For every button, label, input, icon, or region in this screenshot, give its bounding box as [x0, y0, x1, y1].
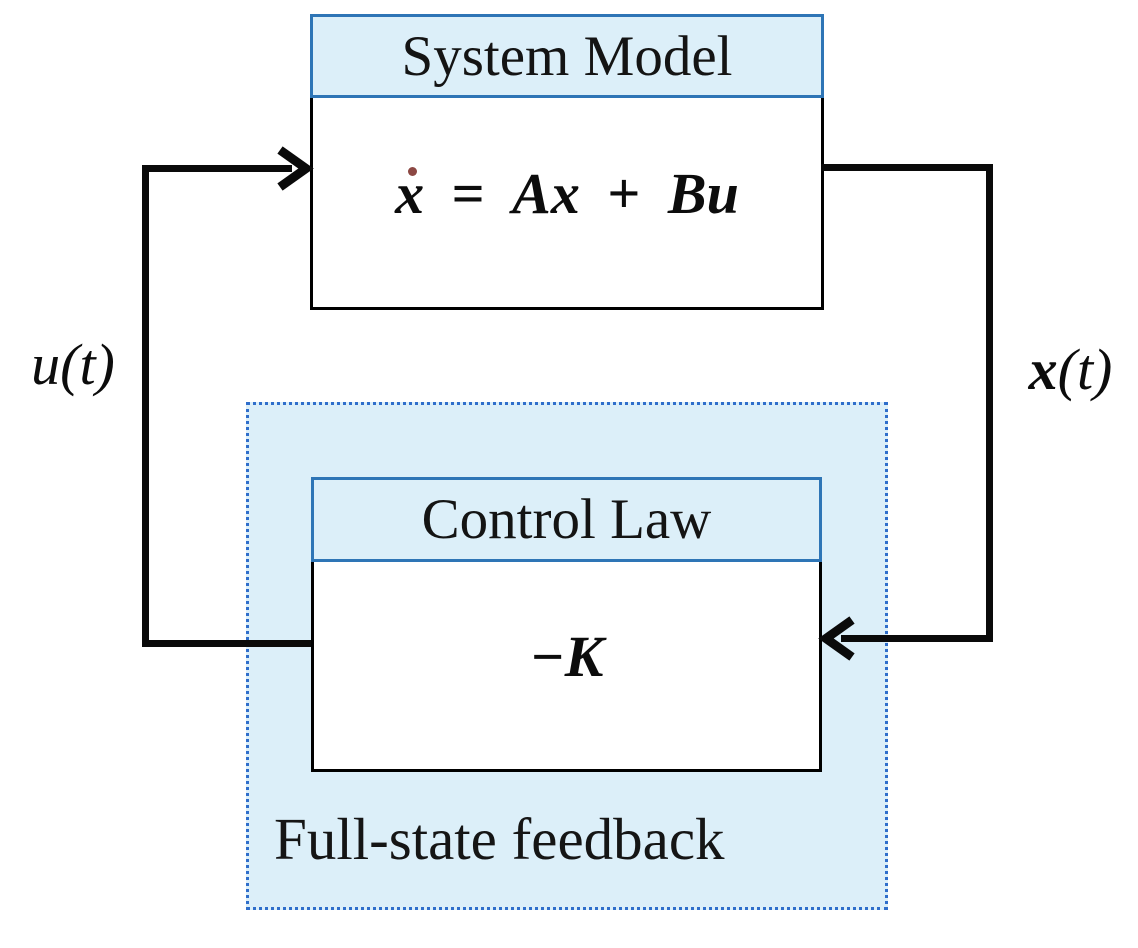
system-model-header: System Model — [310, 14, 824, 98]
control-law-header: Control Law — [311, 477, 822, 562]
x-dot-term: x — [395, 164, 424, 223]
state-signal-label: x(t) — [1003, 337, 1138, 404]
system-model-title: System Model — [401, 24, 733, 88]
control-law-body: −K — [311, 562, 822, 772]
u-signal-arrowhead-icon — [277, 146, 314, 191]
gain-value: −K — [529, 623, 604, 689]
equation-equals: = — [451, 160, 485, 226]
state-signal-x: x — [1028, 337, 1058, 402]
equation-plus: + — [607, 160, 641, 226]
state-equation: x = Ax + Bu — [395, 164, 739, 223]
full-state-feedback-label: Full-state feedback — [274, 806, 725, 872]
system-model-body: x = Ax + Bu — [310, 98, 824, 310]
equation-Ax: Ax — [512, 160, 580, 226]
derivative-dot-icon — [408, 166, 418, 176]
state-signal-t: (t) — [1057, 337, 1113, 402]
gain-label: −K — [530, 627, 604, 686]
input-signal-label: u(t) — [31, 332, 115, 397]
control-law-title: Control Law — [421, 488, 712, 551]
control-law-box: Control Law −K — [311, 477, 822, 772]
equation-Bu: Bu — [667, 160, 739, 226]
system-model-box: System Model x = Ax + Bu — [310, 14, 824, 310]
